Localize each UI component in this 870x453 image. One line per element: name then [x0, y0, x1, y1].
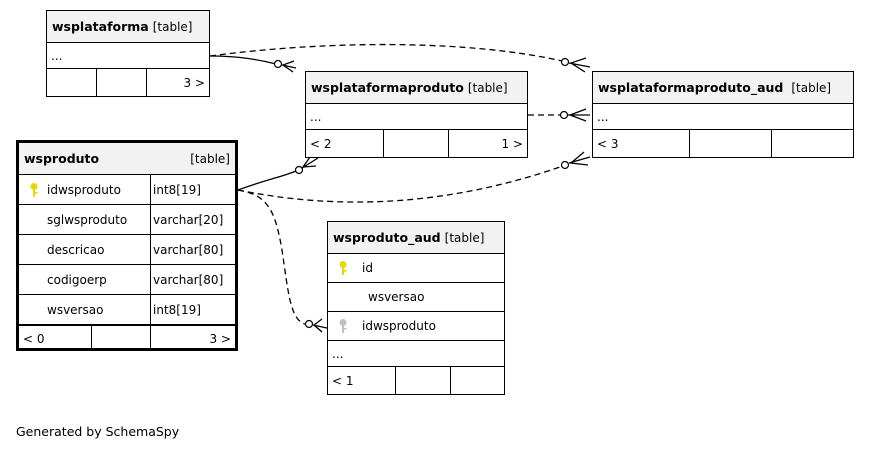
columns-ellipsis: ...	[47, 43, 209, 69]
table-name: wsplataformaproduto_aud	[598, 80, 784, 95]
table-name: wsproduto_aud	[333, 230, 441, 245]
table-wsplataforma[interactable]: wsplataforma [table] ... 3 >	[46, 10, 210, 97]
table-header: wsplataformaproduto_aud [table]	[593, 72, 853, 104]
column-name: wsversao	[368, 290, 425, 304]
footer-parents: < 3	[593, 130, 690, 158]
edge-crowfoot	[281, 60, 297, 73]
edge-optional-circle	[560, 160, 570, 170]
edge-wsproduto-to-wsplataformaproduto	[237, 170, 297, 191]
column-name: sglwsproduto	[19, 205, 151, 234]
edge-crowfoot	[568, 57, 591, 73]
footer-children: 3 >	[183, 76, 205, 90]
column-type: int8[19]	[153, 302, 201, 317]
table-wsproduto-aud[interactable]: wsproduto_aud [table] id wsversao idwspr…	[327, 221, 505, 395]
column-name: wsversao	[19, 295, 151, 324]
column-row: sglwsproduto varchar[20]	[19, 205, 235, 235]
footer-children	[451, 367, 504, 394]
foreign-key-icon	[339, 319, 347, 333]
column-row: wsversao	[328, 283, 504, 312]
edge-optional-circle	[273, 59, 283, 69]
column-row: codigoerp varchar[80]	[19, 265, 235, 295]
table-kind: [table]	[791, 80, 832, 95]
table-name: wsplataformaproduto	[311, 80, 464, 95]
edge-crowfoot	[312, 318, 328, 333]
generated-by-label: Generated by SchemaSpy	[16, 424, 180, 439]
table-footer: 3 >	[47, 69, 209, 97]
edge-crowfoot	[301, 156, 319, 169]
edge-wsplataforma-to-wsplataformaproduto	[209, 55, 277, 65]
table-kind: [table]	[467, 80, 508, 95]
edge-optional-circle	[304, 319, 314, 329]
edge-optional-circle	[560, 57, 570, 67]
edge-crowfoot	[568, 108, 590, 122]
column-type: int8[19]	[153, 182, 201, 197]
column-row: idwsproduto int8[19]	[19, 175, 235, 205]
table-kind: [table]	[152, 19, 193, 34]
column-name: idwsproduto	[47, 182, 121, 197]
edge-wsproduto-to-aud	[237, 166, 561, 203]
column-name: descricao	[19, 235, 151, 264]
column-name-cell: idwsproduto	[328, 312, 504, 340]
column-name: codigoerp	[19, 265, 151, 294]
columns-ellipsis: ...	[593, 104, 853, 130]
table-footer: < 0 3 >	[19, 325, 235, 351]
edge-optional-circle	[294, 165, 304, 175]
footer-middle	[92, 326, 151, 351]
table-wsplataformaproduto-aud[interactable]: wsplataformaproduto_aud [table] ... < 3	[592, 71, 854, 158]
column-name-cell: idwsproduto	[19, 175, 151, 204]
column-row: wsversao int8[19]	[19, 295, 235, 325]
footer-parents: < 2	[306, 130, 384, 158]
table-header: wsproduto_aud [table]	[328, 222, 504, 254]
column-row: descricao varchar[80]	[19, 235, 235, 265]
footer-children	[772, 130, 853, 158]
primary-key-icon	[30, 182, 38, 197]
table-wsproduto[interactable]: wsproduto [table] idwsproduto int8[19] s…	[16, 140, 238, 351]
edge-wsproduto-to-wsproduto-aud	[237, 189, 306, 325]
table-kind: [table]	[190, 151, 230, 166]
table-header: wsplataforma [table]	[47, 11, 209, 43]
table-kind: [table]	[444, 230, 485, 245]
table-footer: < 3	[593, 130, 853, 158]
footer-children: 3 >	[209, 331, 231, 346]
footer-parents: < 0	[19, 326, 92, 351]
footer-middle	[690, 130, 772, 158]
table-header: wsplataformaproduto [table]	[306, 72, 527, 104]
edge-wsplataforma-to-aud	[209, 43, 563, 62]
edge-optional-circle	[559, 110, 569, 120]
column-type: varchar[80]	[153, 242, 224, 257]
table-footer: < 1	[328, 367, 504, 394]
primary-key-icon	[339, 261, 347, 275]
columns-ellipsis: ...	[306, 104, 527, 130]
column-type: varchar[20]	[153, 212, 224, 227]
footer-children: 1 >	[501, 137, 523, 151]
column-type: varchar[80]	[153, 272, 224, 287]
table-header: wsproduto [table]	[19, 143, 235, 175]
footer-middle	[384, 130, 449, 158]
columns-ellipsis: ...	[328, 341, 504, 367]
footer-parents: < 1	[328, 367, 396, 394]
footer-middle	[97, 69, 147, 97]
column-row: id	[328, 254, 504, 283]
table-name: wsproduto	[24, 151, 100, 166]
column-row: idwsproduto	[328, 312, 504, 341]
footer-parents	[47, 69, 97, 97]
table-wsplataformaproduto[interactable]: wsplataformaproduto [table] ... < 2 1 >	[305, 71, 528, 158]
table-footer: < 2 1 >	[306, 130, 527, 158]
column-name-cell: id	[328, 254, 504, 282]
column-name: id	[362, 261, 373, 275]
edge-crowfoot	[568, 151, 591, 166]
table-name: wsplataforma	[52, 19, 149, 34]
column-name: idwsproduto	[362, 319, 436, 333]
footer-middle	[396, 367, 451, 394]
